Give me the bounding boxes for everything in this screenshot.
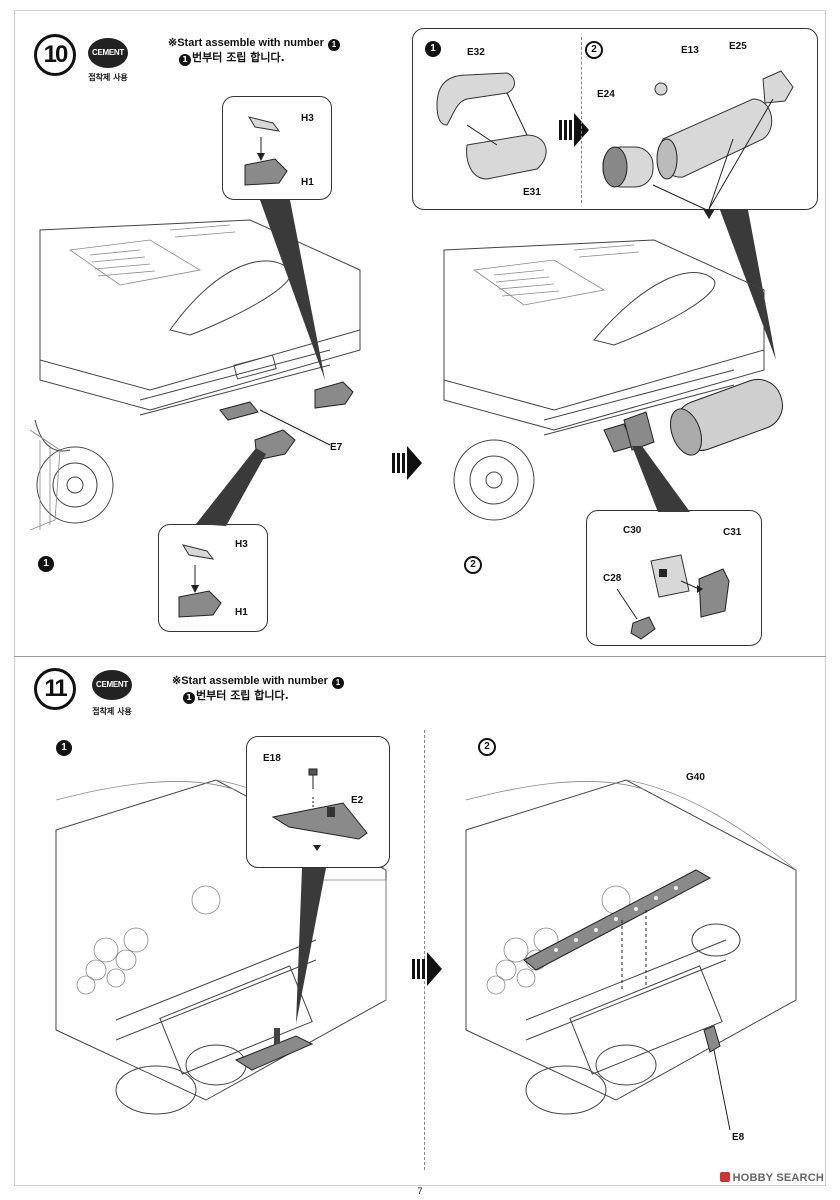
label-h3-top: H3 <box>301 113 314 124</box>
callout-next-arrow <box>559 113 589 147</box>
callout-h3-h1-top: H3 H1 <box>222 96 332 200</box>
callout-pointer-brackets <box>632 446 690 512</box>
callout-index-a: 1 <box>425 41 441 57</box>
instruction-ref-dot-ko: 1 <box>183 692 195 704</box>
step-11-number: 11 <box>34 668 76 710</box>
callout-pointer-top <box>260 200 325 380</box>
label-e31: E31 <box>523 187 541 198</box>
callout-h3-h1-top-drawing <box>244 116 288 186</box>
cement-icon: CEMENT <box>88 38 128 68</box>
callout-pointer-e2 <box>296 868 326 1024</box>
label-e25: E25 <box>729 41 747 52</box>
instruction-ref-dot: 1 <box>332 677 344 689</box>
callout-c30-c31-c28: C30 C31 C28 <box>586 510 762 646</box>
label-e7: E7 <box>330 442 343 453</box>
page-number: 7 <box>417 1186 423 1196</box>
instruction-ref-dot: 1 <box>328 39 340 51</box>
instruction-ko: 번부터 조립 합니다. <box>192 51 285 64</box>
instruction-ko: 번부터 조립 합니다. <box>196 689 289 702</box>
next-arrow-step-11 <box>412 952 442 986</box>
step-10-number: 10 <box>34 34 76 76</box>
label-h3-bottom: H3 <box>235 539 248 550</box>
step-11-divider <box>424 730 425 1170</box>
page-frame <box>14 10 826 1186</box>
label-e18: E18 <box>263 753 281 764</box>
callout-h3-h1-bottom: H3 H1 <box>158 524 268 632</box>
tank-halves-drawing <box>436 72 547 180</box>
watermark: HOBBY SEARCH <box>719 1172 824 1184</box>
label-h1-bottom: H1 <box>235 607 248 618</box>
label-c31: C31 <box>723 527 742 538</box>
instruction-ref-dot-ko: 1 <box>179 54 191 66</box>
instruction-en: ※Start assemble with number <box>172 675 328 687</box>
instruction-en: ※Start assemble with number <box>168 37 324 49</box>
step-11-sub2-drawing <box>465 779 797 1131</box>
label-e24: E24 <box>597 89 615 100</box>
label-e8: E8 <box>732 1132 745 1143</box>
label-h1-top: H1 <box>301 177 314 188</box>
callout-e18-e2: E18 E2 <box>246 736 390 868</box>
watermark-logo-icon <box>719 1172 730 1182</box>
tank-assembled-drawing <box>602 70 794 219</box>
label-g40: G40 <box>686 772 705 783</box>
label-e32: E32 <box>467 47 485 58</box>
step-10-sub1-index: 1 <box>38 556 54 572</box>
callout-fuel-tanks: 1 E32 E31 2 E13 E25 E24 <box>412 28 818 219</box>
label-c28: C28 <box>603 573 622 584</box>
callout-index-b: 2 <box>585 41 603 59</box>
step-10-sub2-drawing <box>443 239 783 521</box>
label-c30: C30 <box>623 525 642 536</box>
callout-divider <box>581 37 582 203</box>
cement-icon: CEMENT <box>92 670 132 700</box>
bracket-e2-drawing <box>271 768 368 851</box>
label-e13: E13 <box>681 45 699 56</box>
step-11-sub2-index: 2 <box>478 738 496 756</box>
callout-pointer-tanks <box>720 210 776 360</box>
watermark-text: HOBBY SEARCH <box>732 1172 824 1184</box>
cement-note-ko: 접착제 사용 <box>88 73 128 82</box>
step-10-sub1-drawing <box>29 219 361 531</box>
cement-note-ko: 접착제 사용 <box>92 707 132 716</box>
step-10-sub2-index: 2 <box>464 556 482 574</box>
step-divider <box>14 656 826 657</box>
callout-pointer-bottom <box>196 448 266 526</box>
label-e2: E2 <box>351 795 364 806</box>
step-11-sub1-drawing <box>55 779 387 1115</box>
callout-h3-h1-bottom-drawing <box>178 544 222 618</box>
step-11-sub1-index: 1 <box>56 740 72 756</box>
next-arrow-step-10 <box>392 446 422 480</box>
bracket-parts-drawing <box>616 554 730 640</box>
